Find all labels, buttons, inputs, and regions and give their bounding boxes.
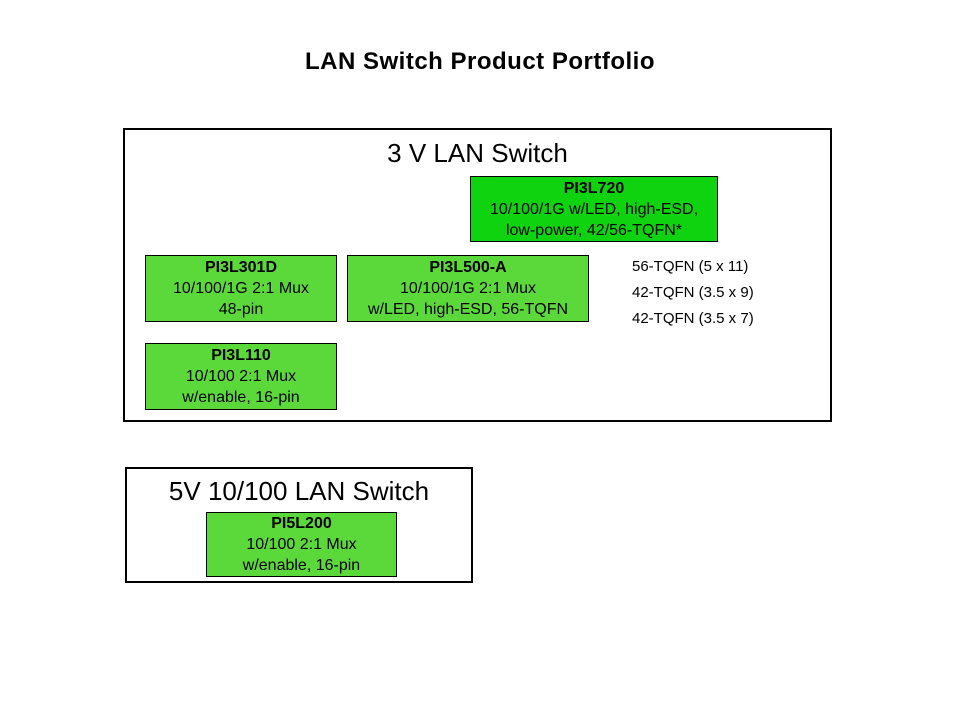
product-desc-pi5l200-line1: 10/100 2:1 Mux <box>246 536 357 553</box>
product-name-pi3l720: PI3L720 <box>563 179 625 197</box>
page-title: LAN Switch Product Portfolio <box>305 48 655 75</box>
product-box-pi3l500a: PI3L500-A 10/100/1G 2:1 Mux w/LED, high-… <box>347 255 589 322</box>
product-desc-pi3l301d-line2: 48-pin <box>218 301 264 318</box>
product-desc-pi3l720-line2: low-power, 42/56-TQFN* <box>505 221 683 239</box>
product-name-pi3l110: PI3L110 <box>211 347 271 364</box>
section-3v-heading: 3 V LAN Switch <box>387 138 568 168</box>
package-note-1: 56-TQFN (5 x 11) <box>632 258 749 275</box>
product-desc-pi3l500a-line1: 10/100/1G 2:1 Mux <box>399 280 537 297</box>
product-desc-pi3l720-line1: 10/100/1G w/LED, high-ESD, <box>489 200 699 218</box>
product-box-pi3l301d: PI3L301D 10/100/1G 2:1 Mux 48-pin <box>145 255 337 322</box>
package-note-2: 42-TQFN (3.5 x 9) <box>632 284 754 301</box>
product-desc-pi3l301d-line1: 10/100/1G 2:1 Mux <box>172 280 310 297</box>
product-desc-pi3l110-line1: 10/100 2:1 Mux <box>185 368 297 385</box>
package-notes-list: 56-TQFN (5 x 11) 42-TQFN (3.5 x 9) 42-TQ… <box>632 254 754 332</box>
product-desc-pi3l110-line2: w/enable, 16-pin <box>182 389 300 406</box>
product-desc-pi3l500a-line2: w/LED, high-ESD, 56-TQFN <box>367 301 569 318</box>
package-note-3: 42-TQFN (3.5 x 7) <box>632 310 754 327</box>
product-box-pi5l200: PI5L200 10/100 2:1 Mux w/enable, 16-pin <box>206 512 397 577</box>
product-name-pi3l500a: PI3L500-A <box>429 259 507 276</box>
product-name-pi5l200: PI5L200 <box>271 515 332 532</box>
product-box-pi3l720: PI3L720 10/100/1G w/LED, high-ESD, low-p… <box>470 176 718 242</box>
product-desc-pi5l200-line2: w/enable, 16-pin <box>242 557 361 574</box>
product-box-pi3l110: PI3L110 10/100 2:1 Mux w/enable, 16-pin <box>145 343 337 410</box>
section-5v-heading: 5V 10/100 LAN Switch <box>168 476 430 506</box>
product-name-pi3l301d: PI3L301D <box>204 259 278 276</box>
